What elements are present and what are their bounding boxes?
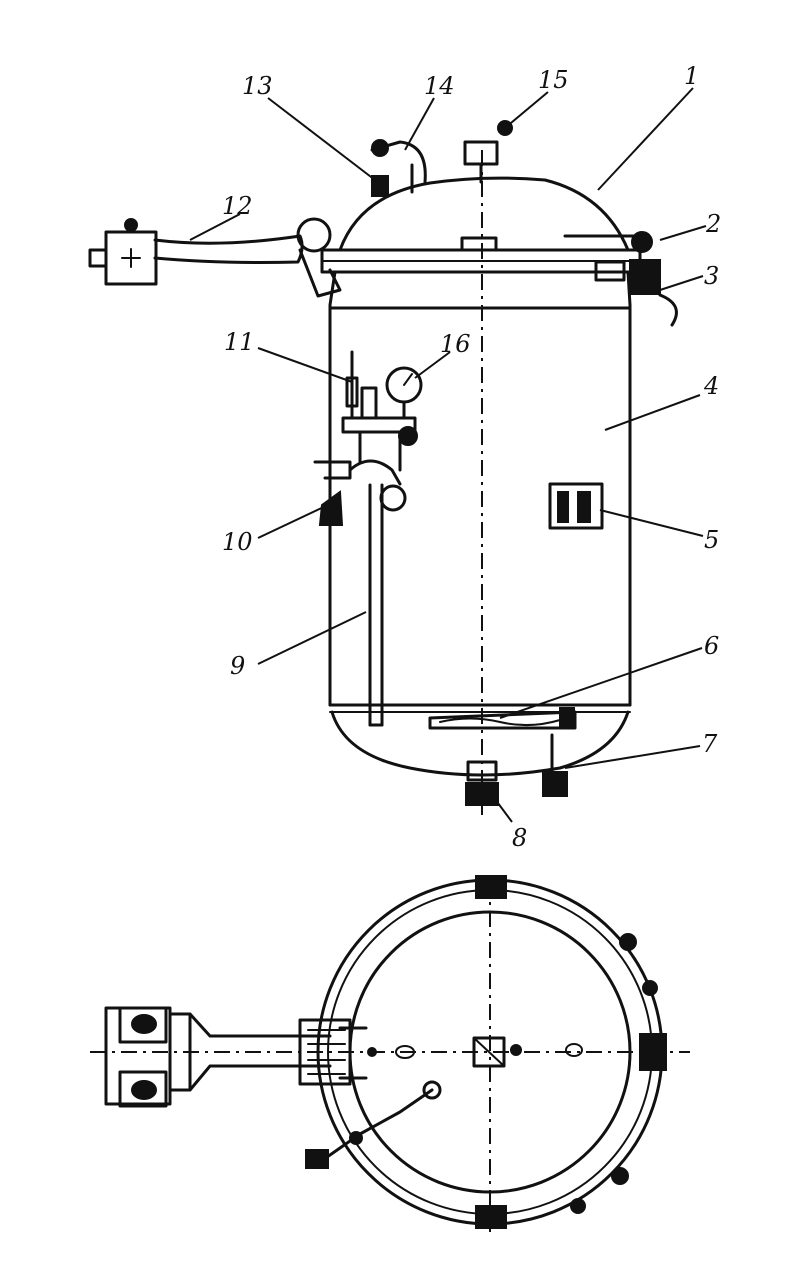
heater-terminal	[559, 707, 575, 729]
rim-lug-bottom	[475, 1205, 507, 1229]
leader-2	[659, 225, 707, 241]
plan-lever-arm	[168, 1012, 332, 1092]
tap-bend	[348, 459, 402, 486]
fitting-valve	[398, 426, 418, 446]
label-13: 13	[242, 72, 273, 100]
leader-14	[404, 97, 435, 151]
bottom-dish	[330, 710, 630, 777]
valve-body	[360, 386, 378, 420]
fitting-bracket	[341, 416, 417, 434]
plan-counterweight-knob-bottom	[131, 1080, 157, 1100]
label-9: 9	[230, 652, 245, 680]
shell-right-wall	[626, 270, 632, 707]
steam-pipe	[370, 140, 427, 184]
label-15: 15	[538, 66, 569, 94]
top-plan-view	[90, 875, 690, 1232]
label-12: 12	[222, 192, 253, 220]
counterweight-stub	[88, 248, 108, 268]
lock-handle-body	[594, 260, 626, 282]
label-11: 11	[224, 328, 255, 356]
plan-counterweight-bottom-box	[118, 1070, 168, 1108]
hinge-arm	[298, 248, 342, 298]
leader-8	[491, 794, 513, 823]
steam-pipe-valve	[371, 139, 389, 157]
rim-lug-right	[639, 1033, 667, 1071]
label-2: 2	[705, 210, 721, 238]
bottom-drain-valve	[465, 782, 499, 806]
lid-valve	[371, 175, 389, 197]
leader-5	[599, 509, 704, 537]
support-foot	[542, 771, 568, 797]
leader-11	[257, 347, 353, 383]
tap-funnel	[318, 490, 344, 526]
label-4: 4	[703, 372, 719, 400]
plan-counterweight-top-box	[118, 1006, 168, 1044]
plan-lock-knob	[422, 1080, 442, 1100]
plan-lock-handle	[318, 1088, 434, 1164]
side-elevation: 1 2 3 4 5 6 7 8 9 10 11 12 13 14 15 16	[88, 62, 721, 852]
plan-hinge-block	[298, 1018, 352, 1086]
plan-lock-grip	[305, 1149, 329, 1169]
lid-center-handle	[460, 236, 498, 252]
rim-bolt-e1	[642, 980, 658, 996]
leader-15	[504, 91, 549, 129]
leader-6	[499, 647, 703, 719]
lid-hinge	[296, 217, 332, 253]
rim-bolt-se	[611, 1167, 629, 1185]
center-fitting-diag	[473, 1037, 505, 1067]
leader-4	[604, 394, 701, 431]
lid-clamp-bolt	[631, 231, 653, 253]
nameplate-mark-a	[557, 491, 569, 523]
label-14: 14	[424, 72, 455, 100]
rim-bolt-ne	[619, 933, 637, 951]
axis-marker-left	[395, 1045, 415, 1059]
leader-10	[257, 503, 331, 539]
label-3: 3	[704, 262, 719, 290]
nameplate	[548, 482, 604, 530]
plan-counterweight-knob-top	[131, 1014, 157, 1034]
leader-13	[267, 97, 376, 181]
label-10: 10	[222, 528, 253, 556]
bottom-drain-body	[466, 760, 498, 782]
lock-hook	[658, 293, 678, 327]
counterweight-lever	[153, 234, 304, 264]
center-fitting-bolt	[510, 1044, 522, 1056]
leader-1	[597, 87, 694, 191]
tap-coupling	[379, 484, 407, 512]
axis-marker-right	[565, 1043, 583, 1057]
axis-dot-left	[367, 1047, 377, 1057]
label-16: 16	[440, 330, 471, 358]
center-fitting	[472, 1036, 506, 1068]
label-5: 5	[704, 526, 719, 554]
heater-coil	[439, 717, 561, 726]
tap-spout	[313, 460, 352, 480]
leader-12	[189, 213, 241, 241]
lock-bracket	[629, 259, 661, 295]
pressure-gauge-needle	[403, 373, 413, 386]
thermometer-bulb	[345, 376, 359, 408]
leader-16	[414, 351, 451, 379]
counterweight-knob	[124, 218, 138, 232]
leader-9	[257, 611, 367, 665]
label-7: 7	[702, 730, 718, 758]
leader-7	[564, 745, 701, 769]
leader-3	[659, 275, 704, 291]
rim-bolt-s	[570, 1198, 586, 1214]
label-8: 8	[512, 824, 527, 852]
label-6: 6	[704, 632, 719, 660]
rim-lug-top	[475, 875, 507, 899]
label-1: 1	[684, 62, 699, 90]
shell-left-wall	[328, 270, 337, 707]
nameplate-mark-b	[577, 491, 591, 523]
plan-lock-bolt	[349, 1131, 363, 1145]
